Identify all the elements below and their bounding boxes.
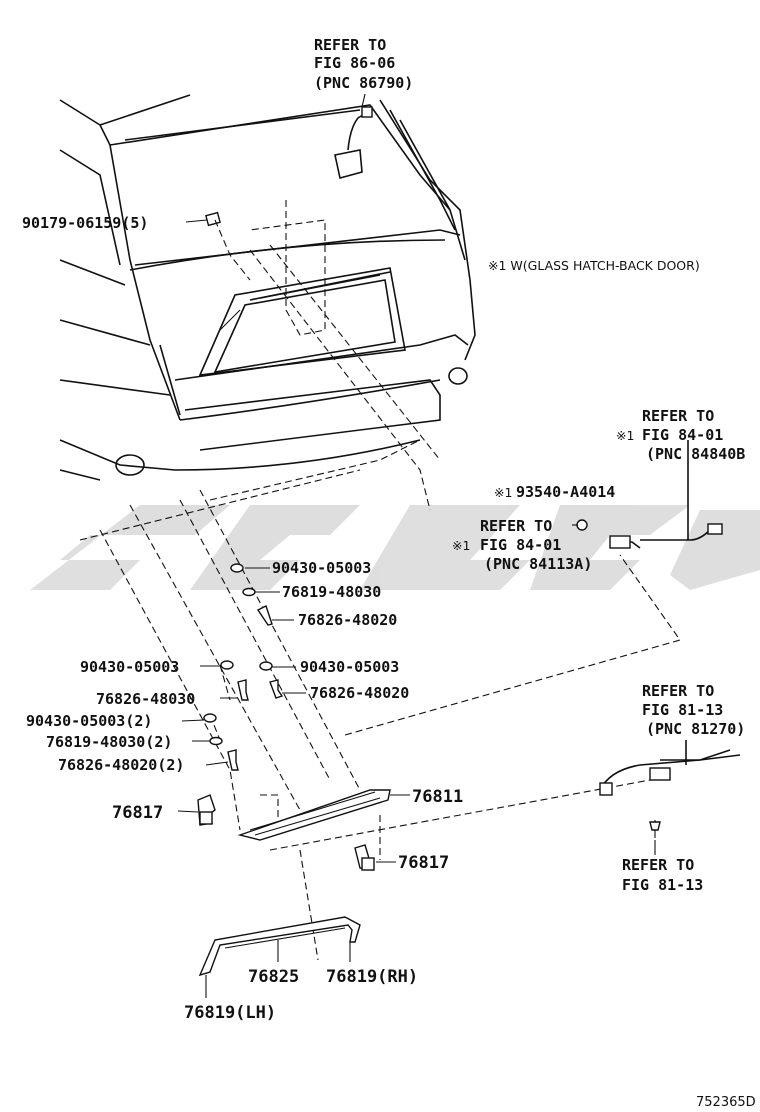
wiring-harness [599,440,741,838]
refer-fig84-pnc84840-label: REFER TO ※1 FIG 84-01 (PNC 84840B [616,407,745,463]
svg-text:FIG 84-01: FIG 84-01 [480,536,561,554]
bracket-right [354,844,375,871]
svg-text:REFER TO: REFER TO [642,682,714,700]
dashed-projection-lines [79,200,681,961]
label-leaders [177,93,656,998]
svg-text:※1: ※1 [494,485,512,500]
part-76825-label: 76825 [248,967,299,987]
part-90430-05003-right-label: 90430-05003 [300,658,399,676]
svg-text:FIG 81-13: FIG 81-13 [622,876,703,894]
part-76826-48020-right-label: 76826-48020 [310,684,409,702]
svg-text:FIG 86-06: FIG 86-06 [314,54,395,72]
part-76819-48030-top-label: 76819-48030 [282,583,381,601]
svg-text:(PNC 81270): (PNC 81270) [646,720,745,738]
svg-text:FIG 84-01: FIG 84-01 [642,426,723,444]
svg-text:REFER TO: REFER TO [480,517,552,535]
drawing-code: 752365D [696,1095,756,1110]
bracket-left [197,794,216,826]
high-mount-stop-lamp [237,789,391,841]
part-76817-left-label: 76817 [112,803,163,823]
svg-text:(PNC 84840B: (PNC 84840B [646,445,745,463]
svg-text:(PNC 86790): (PNC 86790) [314,74,413,92]
part-90430-05003-qty2-label: 90430-05003(2) [26,712,152,730]
part-90179-06159-label: 90179-06159(5) [22,214,148,232]
part-93540-label: ※1 93540-A4014 [494,483,615,501]
svg-text:(PNC 84113A): (PNC 84113A) [484,555,592,573]
svg-text:REFER TO: REFER TO [314,36,386,54]
glass-hatch-note: ※1 W(GLASS HATCH-BACK DOOR) [488,258,700,273]
small-fasteners [203,519,588,771]
watermark-logo [30,505,760,590]
refer-fig81-pnc81270-label: REFER TO FIG 81-13 (PNC 81270) [642,682,745,738]
part-76817-right-label: 76817 [398,853,449,873]
svg-text:REFER TO: REFER TO [622,856,694,874]
refer-fig86-label: REFER TO FIG 86-06 (PNC 86790) [314,36,413,92]
svg-text:FIG 81-13: FIG 81-13 [642,701,723,719]
svg-text:93540-A4014: 93540-A4014 [516,483,615,501]
part-76819-lh-label: 76819(LH) [184,1003,276,1023]
part-76819-rh-label: 76819(RH) [326,967,418,987]
refer-fig81-label: REFER TO FIG 81-13 [622,856,703,894]
refer-fig84-pnc84113-label: REFER TO ※1 FIG 84-01 (PNC 84113A) [452,517,592,573]
part-76826-48020-top-label: 76826-48020 [298,611,397,629]
part-76826-48020-qty2-label: 76826-48020(2) [58,756,184,774]
svg-text:※1: ※1 [616,428,634,443]
car-body-illustration [59,94,476,481]
part-76819-48030-qty2-label: 76819-48030(2) [46,733,172,751]
svg-text:REFER TO: REFER TO [642,407,714,425]
part-90430-05003-left-label: 90430-05003 [80,658,179,676]
part-76826-48030-label: 76826-48030 [96,690,195,708]
part-90430-05003-top-label: 90430-05003 [272,559,371,577]
svg-text:※1: ※1 [452,538,470,553]
part-76811-label: 76811 [412,787,463,807]
